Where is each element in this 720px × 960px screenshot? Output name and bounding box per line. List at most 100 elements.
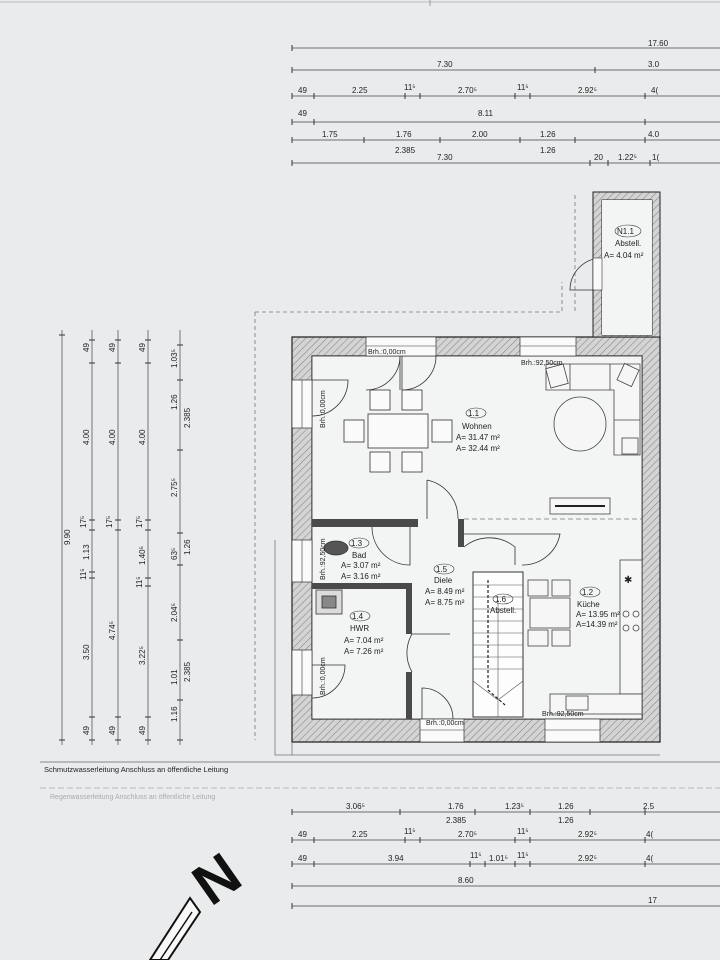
kitchen-furniture	[527, 559, 643, 715]
dim-top-r5-2: 1.76	[396, 130, 412, 139]
rain-note: Regenwasserleitung Anschluss an öffentli…	[50, 794, 215, 801]
dim-bot-r2-6: 2.92⁵	[578, 830, 597, 839]
dim-left-c4-6: 1.26	[170, 394, 179, 410]
dim-bot-r2-3: 11⁵	[404, 827, 416, 836]
dim-left-c3-1: 49	[138, 726, 147, 735]
dim-top-r6-1: 7.30	[437, 153, 453, 162]
room-annex-area1: A= 4.04 m²	[604, 251, 644, 260]
door-swings	[311, 257, 603, 720]
dim-top-r3-3: 11⁵	[404, 83, 416, 92]
room-hwr-name: HWR	[350, 624, 369, 633]
dim-top-r3-6: 2.92⁵	[578, 86, 597, 95]
dim-left-c1-7: 49	[82, 343, 91, 352]
dim-left-c3-6: 4.00	[138, 429, 147, 445]
room-wohnen-name: Wohnen	[462, 422, 492, 431]
room-diele-area2: A= 8.75 m²	[425, 598, 465, 607]
dim-top-r3-7: 4(	[651, 86, 658, 95]
dim-bot-r1-5: 2.5	[643, 802, 655, 811]
drain-note: Schmutzwasserleitung Anschluss an öffent…	[44, 765, 228, 774]
dim-bot-r1-sub2: 1.26	[558, 816, 574, 825]
tv-board	[549, 497, 611, 515]
dim-top-r5-5: 4.0	[648, 130, 660, 139]
dim-left-c4-1: 1.16	[170, 706, 179, 722]
dim-left-c5-2: 1.26	[183, 539, 192, 555]
room-hwr-area1: A= 7.04 m²	[344, 636, 384, 645]
dim-left-c4-5: 2.75⁵	[170, 478, 179, 497]
dim-top-r5-sub2: 1.26	[540, 146, 556, 155]
window-label-4: Brh.:92,50cm	[320, 538, 327, 580]
dim-left-c1-3: 11⁵	[79, 568, 88, 580]
dim-bot-r3-4: 1.01⁵	[489, 854, 508, 863]
dim-bot-r1-3: 1.23⁵	[505, 802, 524, 811]
sofa	[545, 362, 641, 456]
dim-left-c3-7: 49	[138, 343, 147, 352]
dim-left-c2-2: 4.74⁵	[108, 621, 117, 640]
dim-top-r6-2: 20	[594, 153, 603, 162]
dim-top-r6-4: 1(	[652, 153, 659, 162]
dim-left-c2-4: 4.00	[108, 429, 117, 445]
dim-left-total: 9.90	[63, 529, 72, 545]
dim-left-c3-3: 11⁵	[135, 576, 144, 588]
dim-bot-r1-sub1: 2.385	[446, 816, 467, 825]
dim-bot-r1-2: 1.76	[448, 802, 464, 811]
room-wohnen-area1: A= 31.47 m²	[456, 433, 500, 442]
room-bad-area2: A= 3.16 m²	[341, 572, 381, 581]
property-outline	[254, 195, 576, 740]
room-annex-name: Abstell.	[615, 239, 641, 248]
dim-left-c2-3: 17⁵	[105, 516, 114, 528]
room-abstell-id: 1.6	[495, 595, 507, 604]
dim-bot-r3-6: 2.92⁵	[578, 854, 597, 863]
dim-top-r2-a: 7.30	[437, 60, 453, 69]
dim-left-c2-5: 49	[108, 343, 117, 352]
dim-left-c4-3: 2.04⁵	[170, 603, 179, 622]
dim-top-r3-4: 2.70⁵	[458, 86, 477, 95]
dim-left-c5-3: 2.385	[183, 407, 192, 428]
room-wohnen-id: 1.1	[468, 409, 480, 418]
dim-bot-r1-4: 1.26	[558, 802, 574, 811]
window-label-2: Brh.:92,50cm	[521, 360, 563, 367]
dim-top-r3-5: 11⁵	[517, 83, 529, 92]
dim-top-r5-sub1: 2.385	[395, 146, 416, 155]
dim-top-total: 17.60	[648, 39, 669, 48]
window-label-6: Brh.:0,00cm	[426, 720, 464, 727]
dim-bot-r2-2: 2.25	[352, 830, 368, 839]
dim-left-c3-2: 3.22⁵	[138, 646, 147, 665]
bath-fixtures	[315, 540, 349, 615]
dim-top-r4-2: 8.11	[478, 109, 494, 118]
room-kueche-area1: A= 13.95 m²	[576, 610, 620, 619]
window-label-3: Brh.:0,00cm	[320, 390, 327, 428]
dim-top-r5-4: 1.26	[540, 130, 556, 139]
dim-bot-r1-1: 3.06⁵	[346, 802, 365, 811]
dim-bot-r3-3: 11⁵	[470, 851, 482, 860]
interior-walls	[312, 519, 464, 719]
windows	[291, 336, 601, 743]
dim-left-c5-1: 2.385	[183, 661, 192, 682]
dim-top-r5-3: 2.00	[472, 130, 488, 139]
dim-left-c1-1: 49	[82, 726, 91, 735]
room-annex-id: N1.1	[617, 227, 634, 236]
dim-bot-r3-7: 4(	[646, 854, 653, 863]
dim-left-c1-2: 3.50	[82, 644, 91, 660]
dim-left-c2-1: 49	[108, 726, 117, 735]
dim-bot-r2-7: 4(	[646, 830, 653, 839]
extractor-icon: ✱	[624, 575, 632, 586]
room-kueche-area2: A=14.39 m²	[576, 620, 618, 629]
dim-left-c1-5: 17⁵	[79, 516, 88, 528]
dim-top-r3-1: 49	[298, 86, 307, 95]
dim-bot-r3-1: 49	[298, 854, 307, 863]
room-diele-name: Diele	[434, 576, 453, 585]
room-hwr-area2: A= 7.26 m²	[344, 647, 384, 656]
dim-left-c4-7: 1.03⁵	[170, 349, 179, 368]
room-bad-area1: A= 3.07 m²	[341, 561, 381, 570]
dim-left-c3-4: 1.40⁵	[138, 546, 147, 565]
dim-bot-r3-5: 11⁵	[517, 851, 529, 860]
dim-bot-r2-4: 2.70⁵	[458, 830, 477, 839]
room-hwr-id: 1.4	[352, 612, 364, 621]
left-dimension-chains	[59, 330, 183, 745]
dim-top-r4-1: 49	[298, 109, 307, 118]
window-label-5: Brh.:0,00cm	[320, 657, 327, 695]
dim-left-c4-2: 1.01	[170, 669, 179, 685]
dim-top-r2-b: 3.0	[648, 60, 660, 69]
dim-top-r6-3: 1.22⁵	[618, 153, 637, 162]
